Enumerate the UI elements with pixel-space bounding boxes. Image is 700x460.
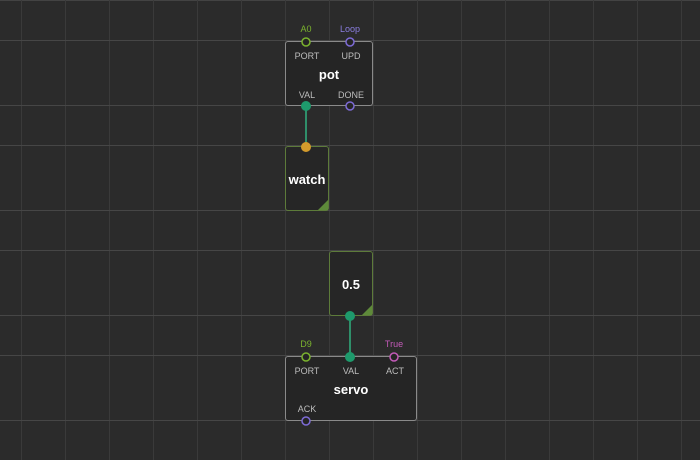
pin-label-port: PORT: [294, 366, 320, 376]
pin-label-val: VAL: [298, 90, 316, 100]
node-corner-marker: [318, 200, 328, 210]
node-watch[interactable]: watch: [285, 146, 329, 211]
node-title: 0.5: [341, 277, 361, 292]
pin-watch-input[interactable]: [301, 142, 311, 152]
node-title: servo: [333, 382, 369, 397]
node-constant[interactable]: 0.5: [329, 251, 373, 316]
pin-value-port: D9: [300, 339, 312, 349]
lane-divider: [0, 250, 700, 251]
node-title: pot: [318, 67, 340, 82]
node-corner-marker: [362, 305, 372, 315]
pin-servo-val[interactable]: [345, 352, 355, 362]
node-title: watch: [288, 172, 326, 187]
pin-pot-upd[interactable]: [345, 37, 355, 47]
pin-pot-port[interactable]: [301, 37, 311, 47]
pin-servo-port[interactable]: [301, 352, 311, 362]
pin-pot-val[interactable]: [301, 101, 311, 111]
pin-value-port: A0: [300, 24, 312, 34]
lane-divider: [0, 210, 700, 211]
pin-label-upd: UPD: [341, 51, 361, 61]
pin-label-val: VAL: [342, 366, 360, 376]
node-servo[interactable]: PORT VAL ACT servo ACK: [285, 356, 417, 421]
pin-constant-output[interactable]: [345, 311, 355, 321]
pin-label-done: DONE: [337, 90, 364, 100]
pin-pot-done[interactable]: [345, 101, 355, 111]
pin-label-act: ACT: [386, 366, 404, 376]
pin-value-upd: Loop: [339, 24, 361, 34]
lane-divider: [0, 145, 700, 146]
pin-value-act: True: [384, 339, 404, 349]
node-pot[interactable]: PORT UPD pot VAL DONE: [285, 41, 373, 106]
pin-label-ack: ACK: [297, 404, 317, 414]
pin-servo-act[interactable]: [389, 352, 399, 362]
pin-servo-ack[interactable]: [301, 416, 311, 426]
pin-label-port: PORT: [294, 51, 320, 61]
